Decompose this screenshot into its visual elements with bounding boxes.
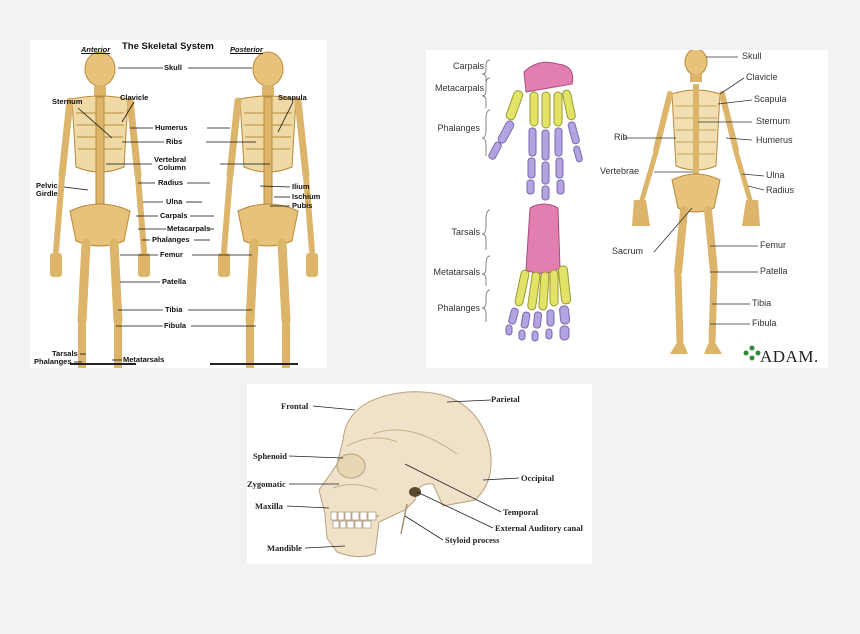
foot-metatarsals-label: Metatarsals — [433, 267, 480, 277]
label-ribs: Ribs — [166, 137, 183, 146]
skeleton-skull-label: Skull — [742, 51, 762, 61]
label-patella: Patella — [162, 277, 187, 286]
full-skeleton — [632, 50, 760, 354]
skull-illustration — [286, 391, 520, 558]
label-sternum: Sternum — [52, 97, 83, 106]
skull-sphenoid-label: Sphenoid — [253, 451, 288, 461]
label-skull: Skull — [164, 63, 182, 72]
label-phalanges-hand: Phalanges — [152, 235, 190, 244]
foot-tarsals-label: Tarsals — [451, 227, 480, 237]
adam-skeleton-panel: Carpals Metacarpals Phalanges Tarsals Me… — [426, 50, 828, 368]
label-ischium: Ischium — [292, 192, 321, 201]
hand-metacarpals-label: Metacarpals — [434, 83, 484, 93]
skeleton-sacrum-label: Sacrum — [612, 246, 644, 256]
skull-maxilla-label: Maxilla — [255, 501, 283, 511]
adam-logo-mark — [743, 345, 761, 361]
label-pelvic: Pelvic — [36, 181, 58, 190]
label-vertebral: Vertebral — [154, 155, 187, 164]
hand-carpals-label: Carpals — [452, 61, 484, 71]
label-phalanges-foot: Phalanges — [34, 357, 72, 366]
anterior-label: Anterior — [81, 45, 111, 54]
skeleton-radius-label: Radius — [766, 185, 795, 195]
skull-temporal-label: Temporal — [503, 507, 539, 517]
skeletal-system-panel: The Skeletal System Anterior Posterior S… — [30, 40, 327, 368]
skeleton-vertebrae-label: Vertebrae — [600, 166, 640, 176]
label-metatarsals: Metatarsals — [123, 355, 165, 364]
skeleton-fibula-label: Fibula — [752, 318, 777, 328]
label-fibula: Fibula — [164, 321, 187, 330]
posterior-label: Posterior — [230, 45, 263, 54]
skull-styloid-process-label: Styloid process — [445, 535, 500, 545]
label-radius: Radius — [158, 178, 184, 187]
skull-parietal-label: Parietal — [491, 394, 520, 404]
skeleton-humerus-label: Humerus — [756, 135, 793, 145]
label-metacarpals: Metacarpals — [167, 224, 211, 233]
label-girdle: Girdle — [36, 189, 58, 198]
skeleton-clavicle-label: Clavicle — [746, 72, 778, 82]
skeleton-ulna-label: Ulna — [766, 170, 785, 180]
skull-panel: Frontal Parietal Sphenoid Occipital Zygo… — [247, 384, 592, 564]
skeleton-figures — [30, 40, 327, 368]
skeleton-scapula-label: Scapula — [754, 94, 787, 104]
diagram-title: The Skeletal System — [122, 41, 214, 52]
foot-phalanges-label: Phalanges — [437, 303, 480, 313]
label-column: Column — [158, 163, 186, 172]
label-femur: Femur — [160, 250, 183, 259]
foot-bones — [505, 203, 572, 342]
hand-bones — [488, 61, 583, 201]
label-tarsals: Tarsals — [52, 349, 78, 358]
skeleton-patella-label: Patella — [760, 266, 788, 276]
skull-occipital-label: Occipital — [521, 473, 555, 483]
skull-frontal-label: Frontal — [281, 401, 309, 411]
adam-illustrations — [481, 50, 765, 361]
label-ilium: Ilium — [292, 182, 310, 191]
label-pubis: Pubis — [292, 201, 313, 210]
adam-brand-logo: ADAM. — [760, 347, 819, 366]
label-scapula: Scapula — [278, 93, 307, 102]
label-carpals: Carpals — [160, 211, 188, 220]
label-clavicle: Clavicle — [120, 93, 149, 102]
skeleton-tibia-label: Tibia — [752, 298, 772, 308]
skeleton-rib-label: Rib — [614, 132, 628, 142]
skull-mandible-label: Mandible — [267, 543, 302, 553]
hand-phalanges-label: Phalanges — [437, 123, 480, 133]
skeleton-sternum-label: Sternum — [756, 116, 791, 126]
label-tibia: Tibia — [165, 305, 183, 314]
label-humerus: Humerus — [155, 123, 188, 132]
skull-zygomatic-label: Zygomatic — [247, 479, 286, 489]
skeleton-femur-label: Femur — [760, 240, 787, 250]
label-ulna: Ulna — [166, 197, 183, 206]
skull-external-auditory-canal-label: External Auditory canal — [495, 523, 583, 533]
